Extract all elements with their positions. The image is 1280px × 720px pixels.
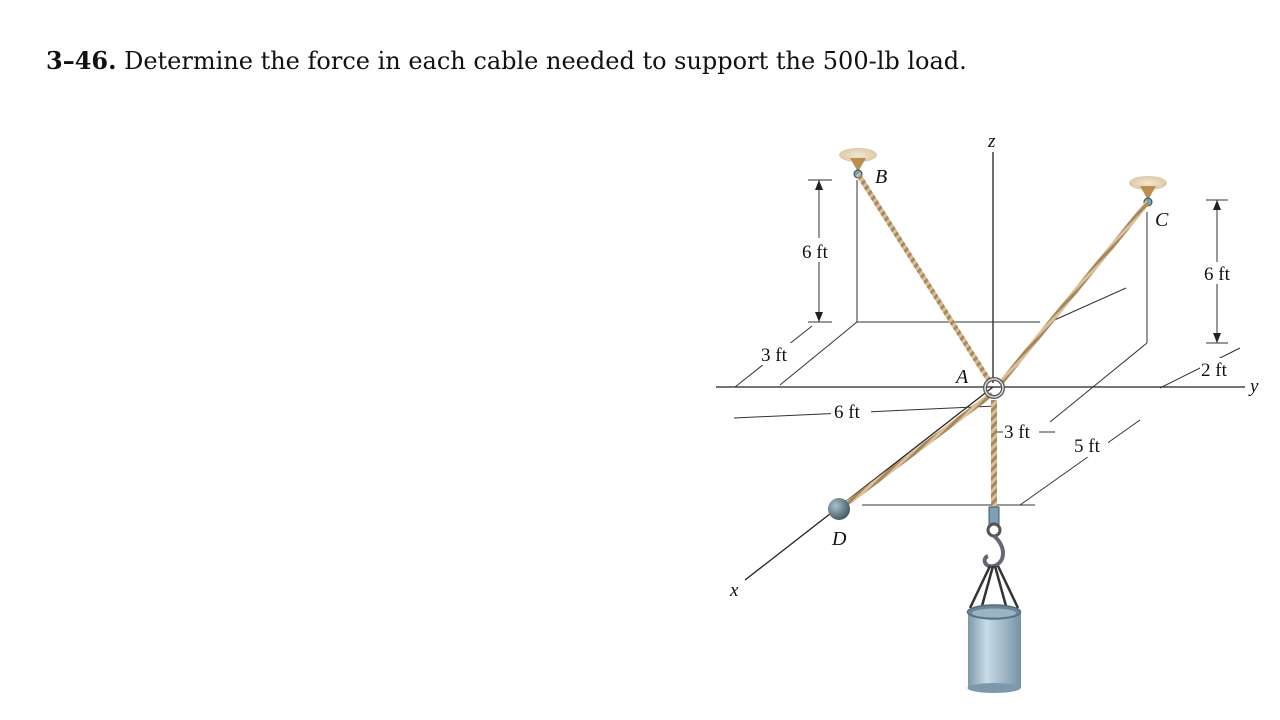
dim-b-height: 6 ft: [802, 242, 829, 263]
anchor-ball-d: [828, 498, 850, 520]
cable-ad: [843, 392, 994, 507]
load-bucket: [966, 604, 1022, 693]
cable-ac: [998, 200, 1150, 386]
dim-c-height: 6 ft: [1204, 264, 1231, 285]
point-b-label: B: [875, 166, 887, 188]
ring-a: [983, 377, 1005, 399]
cable-ab: [855, 172, 993, 384]
problem-statement: 3–46. Determine the force in each cable …: [46, 46, 967, 75]
cables: [843, 172, 1150, 507]
point-c-label: C: [1155, 209, 1169, 231]
problem-text: Determine the force in each cable needed…: [124, 47, 967, 75]
dim-x-offset-b: 3 ft: [761, 345, 788, 366]
mount-b: [839, 148, 877, 179]
hook-assembly: [982, 506, 1005, 569]
dim-y-offset-d: 5 ft: [1074, 436, 1101, 457]
y-axis-label: y: [1248, 376, 1259, 397]
x-axis: [744, 386, 994, 581]
point-a-label: A: [954, 366, 969, 388]
dimension-arrows: [815, 180, 1221, 343]
axes: [716, 152, 1245, 581]
x-axis-label: x: [729, 580, 739, 601]
point-d-label: D: [831, 528, 847, 550]
problem-number: 3–46.: [46, 46, 117, 75]
z-axis-label: z: [987, 131, 996, 152]
dim-x-offset-c: 3 ft: [1004, 422, 1031, 443]
bucket-straps: [968, 565, 1020, 609]
dim-x-offset-d: 6 ft: [834, 402, 861, 423]
mount-c: [1129, 176, 1167, 207]
dim-y-offset-c: 2 ft: [1201, 360, 1228, 381]
